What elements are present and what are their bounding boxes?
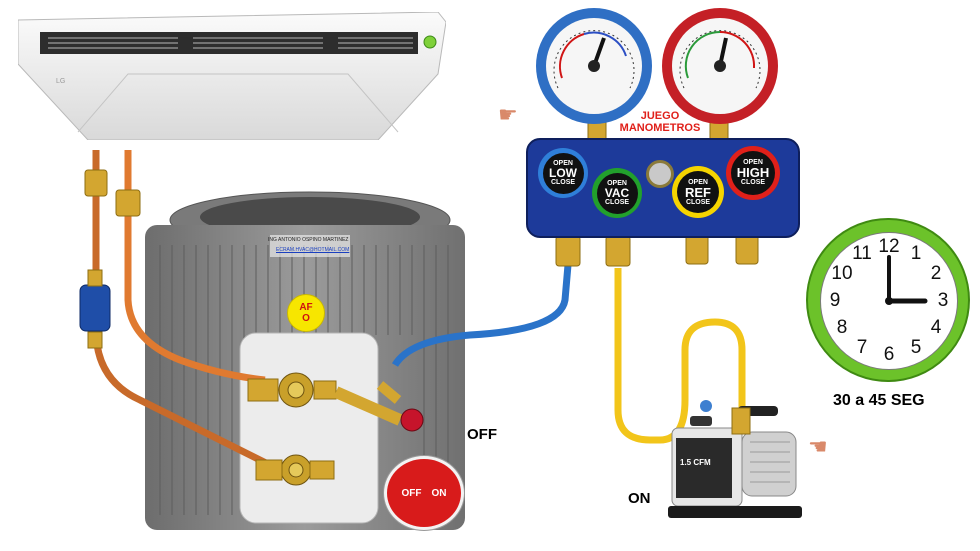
clock-number: 1	[910, 243, 922, 264]
low-gauge-face	[546, 18, 642, 114]
knob-low-close: CLOSE	[550, 179, 576, 186]
af-badge-top: AF	[299, 302, 313, 313]
manifold-title-line-2: MANOMETROS	[619, 122, 701, 134]
high-gauge-face	[672, 18, 768, 114]
knob-high-open: OPEN	[743, 159, 763, 167]
clock-number: 10	[831, 263, 853, 284]
clock-number: 4	[930, 317, 942, 338]
knob-high[interactable]: OPEN HIGH CLOSE	[726, 146, 780, 200]
valve-switch[interactable]: OFF ON	[384, 456, 464, 530]
clock-hands	[885, 255, 928, 305]
clock-number: 5	[910, 337, 922, 358]
knob-high-label: HIGH	[736, 165, 770, 181]
clock-number: 12	[878, 236, 900, 257]
clock-number: 2	[930, 263, 942, 284]
flare-nut	[84, 169, 108, 197]
manifold-title-line-1: JUEGO	[640, 110, 680, 122]
manifold-title: JUEGO MANOMETROS	[610, 110, 710, 134]
knob-ref-open: OPEN	[688, 178, 708, 186]
indoor-unit-graphic	[17, 11, 447, 141]
condenser-graphic	[145, 191, 465, 530]
low-pressure-gauge	[536, 8, 652, 124]
clock-number: 3	[937, 290, 949, 311]
knob-ref-label: REF	[685, 184, 711, 200]
knob-vac-open: OPEN	[607, 180, 627, 187]
af-badge: AF O	[287, 294, 325, 332]
indoor-unit: LG	[17, 11, 447, 141]
valve-switch-off-label: OFF	[401, 487, 422, 499]
clock-number: 9	[829, 290, 841, 311]
high-pressure-gauge	[662, 8, 778, 124]
clock-face: 12 1 2 3 4 5 6 7 8 9 10 11	[820, 232, 958, 370]
clock: 12 1 2 3 4 5 6 7 8 9 10 11	[806, 218, 970, 382]
knob-low-open: OPEN	[553, 160, 573, 167]
knob-high-close: CLOSE	[740, 179, 766, 187]
sight-glass	[646, 160, 674, 188]
nameplate-line-2: ECRAM.HVAC@HOTMAIL.COM	[276, 247, 350, 253]
knob-vac-close: CLOSE	[604, 199, 630, 206]
knob-ref-close: CLOSE	[685, 198, 711, 206]
filter-drier	[79, 284, 111, 332]
pointing-hand-icon: ☛	[808, 434, 828, 459]
time-label: 30 a 45 SEG	[833, 392, 925, 409]
on-label: ON	[628, 490, 651, 507]
off-label: OFF	[467, 426, 497, 443]
condenser-unit: ING ANTONIO OSPINO MARTINEZ ECRAM.HVAC@H…	[140, 185, 470, 535]
vacuum-pump-label: 1.5 CFM	[680, 458, 711, 467]
knob-vac[interactable]: OPEN VAC CLOSE	[592, 168, 642, 218]
nameplate-line-1: ING ANTONIO OSPINO MARTINEZ	[268, 237, 349, 243]
clock-number: 8	[836, 317, 848, 338]
blue-drop-icon	[700, 400, 712, 412]
indoor-unit-brand: LG	[56, 78, 66, 85]
flare-nut	[115, 189, 141, 217]
knob-low[interactable]: OPEN LOW CLOSE	[538, 148, 588, 198]
knob-low-label: LOW	[549, 166, 577, 180]
clock-number: 7	[856, 337, 868, 358]
vacuum-pump: 1.5 CFM	[660, 398, 810, 526]
valve-switch-on-label: ON	[431, 487, 447, 499]
knob-ref[interactable]: OPEN REF CLOSE	[672, 166, 724, 218]
pointing-hand-icon: ☛	[498, 102, 518, 127]
clock-number: 6	[883, 344, 895, 365]
valve-core-tool-knob	[400, 408, 424, 432]
vacuum-pump-graphic	[668, 406, 802, 518]
knob-vac-label: VAC	[604, 186, 630, 200]
clock-number: 11	[852, 243, 872, 264]
af-badge-bottom: O	[302, 313, 310, 324]
